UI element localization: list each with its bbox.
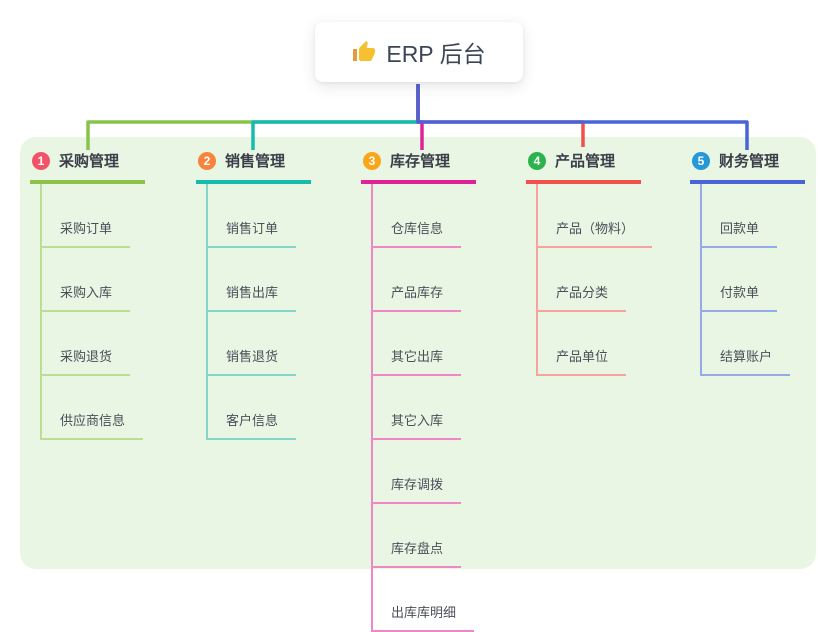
branch-number-badge: 4: [528, 151, 546, 170]
branch-purchase: 1 采购管理 采购订单 采购入库 采购退货 供应商信息: [30, 146, 160, 440]
branch-number-badge: 1: [32, 151, 50, 170]
node-receipt-doc[interactable]: 回款单: [702, 184, 778, 248]
node-product-unit[interactable]: 产品单位: [538, 312, 627, 376]
node-customer-info[interactable]: 客户信息: [208, 376, 297, 440]
branch-inventory: 3 库存管理 仓库信息 产品库存 其它出库 其它入库 库存调拨 库存盘点 出库库…: [361, 146, 491, 632]
branch-title-label: 产品管理: [555, 153, 616, 170]
node-product-stock[interactable]: 产品库存: [373, 248, 462, 312]
branch-number-badge: 5: [692, 151, 710, 170]
branch-number-badge: 2: [198, 151, 216, 170]
branch-children: 回款单 付款单 结算账户: [700, 184, 820, 376]
branch-title-label: 库存管理: [390, 153, 451, 170]
node-sales-return[interactable]: 销售退货: [208, 312, 297, 376]
branch-title-product[interactable]: 4 产品管理: [526, 146, 641, 184]
node-payment-doc[interactable]: 付款单: [702, 248, 778, 312]
node-purchase-order[interactable]: 采购订单: [42, 184, 131, 248]
branch-title-label: 销售管理: [225, 153, 286, 170]
node-settlement-account[interactable]: 结算账户: [702, 312, 791, 376]
node-purchase-return[interactable]: 采购退货: [42, 312, 131, 376]
branch-title-finance[interactable]: 5 财务管理: [690, 146, 805, 184]
mindmap-canvas-panel: [20, 137, 816, 569]
branch-product: 4 产品管理 产品（物料） 产品分类 产品单位: [526, 146, 656, 376]
branch-children: 产品（物料） 产品分类 产品单位: [536, 184, 656, 376]
branch-children: 销售订单 销售出库 销售退货 客户信息: [206, 184, 326, 440]
node-sales-order[interactable]: 销售订单: [208, 184, 297, 248]
branch-children: 采购订单 采购入库 采购退货 供应商信息: [40, 184, 160, 440]
branch-title-label: 财务管理: [719, 153, 780, 170]
branch-title-purchase[interactable]: 1 采购管理: [30, 146, 145, 184]
node-stock-transfer[interactable]: 库存调拨: [373, 440, 462, 504]
node-supplier-info[interactable]: 供应商信息: [42, 376, 144, 440]
thumbs-up-icon: [353, 41, 376, 61]
root-node-erp[interactable]: ERP 后台: [315, 22, 523, 82]
node-purchase-inbound[interactable]: 采购入库: [42, 248, 131, 312]
branch-title-sales[interactable]: 2 销售管理: [196, 146, 311, 184]
root-node-label: ERP 后台: [386, 41, 486, 67]
node-product-material[interactable]: 产品（物料）: [538, 184, 653, 248]
branch-number-badge: 3: [363, 151, 381, 170]
branch-title-inventory[interactable]: 3 库存管理: [361, 146, 476, 184]
node-outbound-detail[interactable]: 出库库明细: [373, 568, 475, 632]
branch-sales: 2 销售管理 销售订单 销售出库 销售退货 客户信息: [196, 146, 326, 440]
branch-title-label: 采购管理: [59, 153, 120, 170]
node-stock-count[interactable]: 库存盘点: [373, 504, 462, 568]
branch-finance: 5 财务管理 回款单 付款单 结算账户: [690, 146, 820, 376]
node-product-category[interactable]: 产品分类: [538, 248, 627, 312]
branch-children: 仓库信息 产品库存 其它出库 其它入库 库存调拨 库存盘点 出库库明细: [371, 184, 491, 632]
node-other-outbound[interactable]: 其它出库: [373, 312, 462, 376]
node-sales-outbound[interactable]: 销售出库: [208, 248, 297, 312]
node-other-inbound[interactable]: 其它入库: [373, 376, 462, 440]
node-warehouse-info[interactable]: 仓库信息: [373, 184, 462, 248]
